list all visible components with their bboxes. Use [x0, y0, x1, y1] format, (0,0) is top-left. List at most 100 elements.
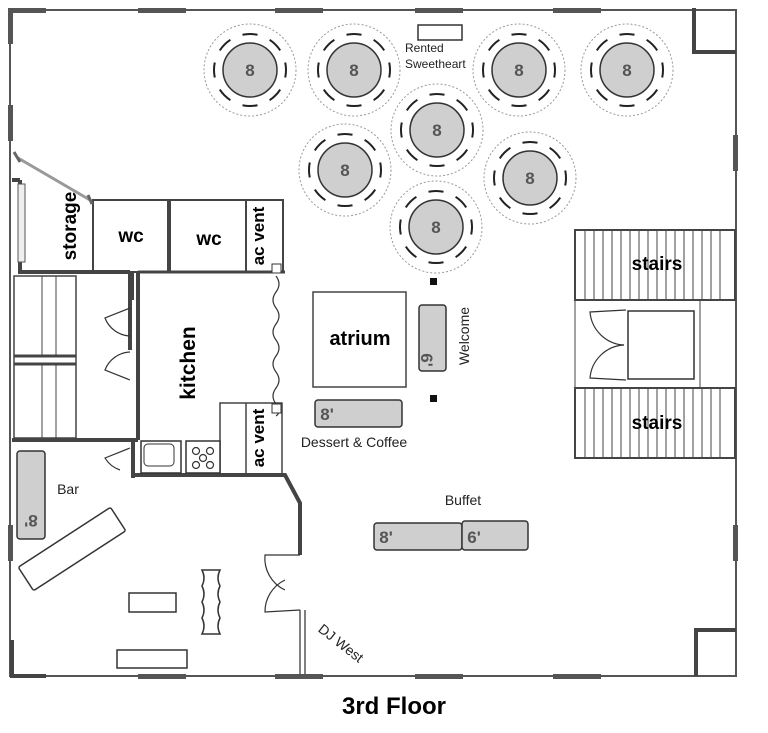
- wc-label: wc: [195, 229, 222, 250]
- round-table: 8: [580, 23, 674, 117]
- welcome-size: 6': [417, 353, 436, 367]
- sweetheart-label: Sweetheart: [405, 57, 466, 71]
- round-table-top: [222, 42, 278, 98]
- chair: [346, 104, 362, 107]
- post: [430, 278, 437, 285]
- chair: [646, 89, 659, 102]
- chair: [242, 104, 258, 107]
- lounge-sofa: [200, 569, 222, 635]
- chair: [498, 197, 511, 210]
- chair: [511, 33, 527, 36]
- kitchen-label: kitchen: [177, 326, 200, 400]
- chair: [511, 104, 527, 107]
- round-table-top: [502, 150, 558, 206]
- round-table: 8: [483, 131, 577, 225]
- chair: [471, 122, 474, 138]
- chair: [213, 62, 216, 78]
- chair: [456, 149, 469, 162]
- chair: [470, 219, 473, 235]
- chair: [373, 38, 386, 51]
- bar-label: Bar: [57, 481, 79, 497]
- chair: [661, 62, 664, 78]
- round-table: 8: [389, 180, 483, 274]
- chair: [400, 122, 403, 138]
- round-table: 8: [472, 23, 566, 117]
- chair: [404, 246, 417, 259]
- table-clearance-ring: [483, 131, 577, 225]
- floor-title: 3rd Floor: [342, 693, 446, 720]
- chair: [322, 38, 335, 51]
- interior-walls: [12, 151, 306, 676]
- lounge-bench: [116, 649, 188, 669]
- chair: [487, 38, 500, 51]
- chair: [595, 89, 608, 102]
- chair: [313, 189, 326, 202]
- bar-size: 8': [24, 511, 38, 530]
- bar-counter: [18, 507, 126, 591]
- chair: [405, 149, 418, 162]
- round-table-seats: 8: [514, 61, 523, 80]
- chair: [364, 189, 377, 202]
- chair: [553, 62, 556, 78]
- chair: [405, 98, 418, 111]
- chair: [313, 138, 326, 151]
- round-table-seats: 8: [349, 61, 358, 80]
- dessert-label: Dessert & Coffee: [301, 434, 408, 450]
- buffet-label: Buffet: [445, 492, 481, 508]
- chair: [379, 162, 382, 178]
- chair: [322, 89, 335, 102]
- buffet-table-b: [461, 520, 529, 551]
- table-clearance-ring: [390, 83, 484, 177]
- storage-label: storage: [60, 192, 81, 261]
- right-stairs: [574, 229, 736, 459]
- outer-wall: [9, 9, 737, 677]
- round-table-top: [317, 142, 373, 198]
- table-clearance-ring: [580, 23, 674, 117]
- round-table-seats: 8: [525, 169, 534, 188]
- stairs-label: stairs: [632, 413, 683, 434]
- round-table-seats: 8: [340, 161, 349, 180]
- chair: [364, 138, 377, 151]
- chair: [346, 33, 362, 36]
- ac-vent-label: ac vent: [249, 206, 268, 265]
- chair: [337, 204, 353, 207]
- chair: [455, 195, 468, 208]
- round-table-top: [326, 42, 382, 98]
- chair: [538, 89, 551, 102]
- chair: [269, 89, 282, 102]
- chair: [429, 164, 445, 167]
- table-clearance-ring: [203, 23, 297, 117]
- wall-segments: [8, 8, 738, 679]
- chair: [269, 38, 282, 51]
- rect-tables: [16, 304, 529, 669]
- round-table-top: [599, 42, 655, 98]
- chair: [388, 62, 391, 78]
- dj-label: DJ West: [315, 621, 366, 666]
- table-clearance-ring: [389, 180, 483, 274]
- round-table: 8: [390, 83, 484, 177]
- round-table-seats: 8: [431, 218, 440, 237]
- round-table: 8: [298, 123, 392, 217]
- chair: [549, 197, 562, 210]
- chair: [538, 38, 551, 51]
- stairs-label: stairs: [632, 254, 683, 275]
- chair: [619, 33, 635, 36]
- wc-label: wc: [117, 226, 144, 247]
- round-table-top: [408, 199, 464, 255]
- chair: [337, 133, 353, 136]
- dj-table: [128, 592, 177, 613]
- dessert-size: 8': [320, 405, 334, 424]
- chair: [456, 98, 469, 111]
- doors: [104, 307, 695, 613]
- chair: [218, 38, 231, 51]
- chair: [428, 190, 444, 193]
- chair: [498, 146, 511, 159]
- chair: [564, 170, 567, 186]
- chair: [595, 38, 608, 51]
- stair-lines-bottom: [584, 388, 721, 458]
- rented-label: Rented: [405, 41, 444, 55]
- ac-vent-label: ac vent: [249, 408, 268, 467]
- chair: [399, 219, 402, 235]
- round-table: 8: [307, 23, 401, 117]
